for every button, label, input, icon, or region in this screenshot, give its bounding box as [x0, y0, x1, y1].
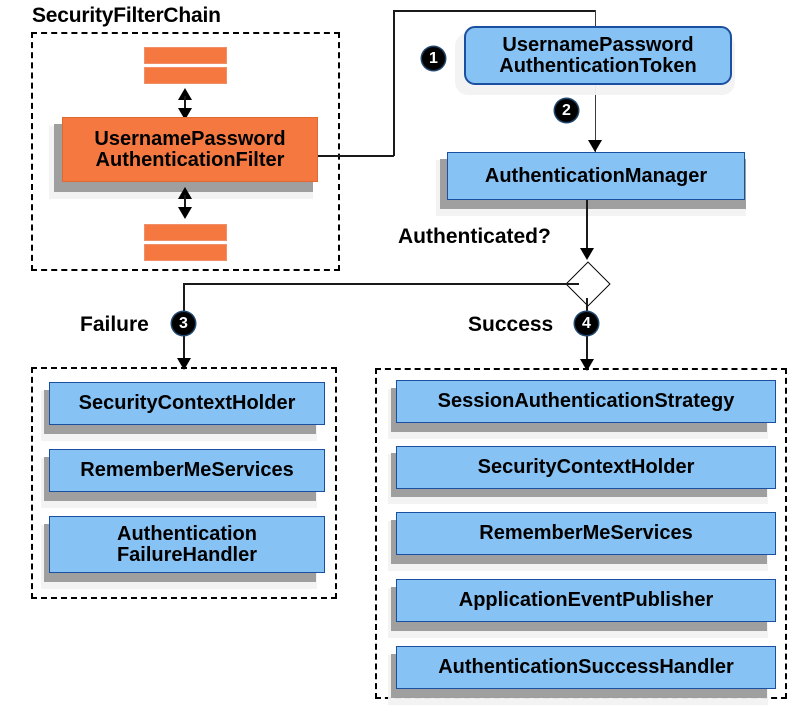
step-badge-2: 2 [555, 99, 578, 122]
step-badge-1: 1 [422, 47, 445, 70]
failure-item-2[interactable]: Authentication FailureHandler [49, 516, 325, 573]
success-branch-line-upper [586, 298, 588, 314]
username-password-authentication-filter-node[interactable]: UsernamePassword AuthenticationFilter [62, 117, 318, 182]
success-item-3-label: ApplicationEventPublisher [458, 589, 714, 611]
failure-branch-group [31, 367, 337, 599]
filter-arrow-up-top [178, 88, 192, 100]
success-item-0-label: SessionAuthenticationStrategy [437, 390, 735, 412]
filter-bar-above-2 [144, 67, 227, 84]
success-item-1[interactable]: SecurityContextHolder [396, 446, 776, 489]
success-item-2-label: RememberMeServices [479, 522, 693, 544]
filter-connector-top [184, 96, 186, 116]
failure-item-0[interactable]: SecurityContextHolder [49, 382, 325, 425]
filter-to-token-line-vertical-1 [393, 11, 395, 156]
failure-item-2-label-line1: Authentication [117, 522, 257, 545]
manager-to-diamond-arrow [580, 248, 594, 260]
success-item-0[interactable]: SessionAuthenticationStrategy [396, 380, 776, 423]
filter-arrow-up-bottom [178, 187, 192, 199]
filter-node-label-line1: UsernamePassword [94, 127, 286, 150]
filter-to-token-line-horizontal-1 [318, 155, 394, 157]
success-item-4[interactable]: AuthenticationSuccessHandler [396, 646, 776, 689]
filter-bar-below-1 [144, 224, 227, 241]
failure-branch-line [183, 336, 185, 363]
success-branch-label: Success [468, 313, 554, 336]
security-filter-chain-title: SecurityFilterChain [32, 4, 221, 27]
username-password-authentication-token-node[interactable]: UsernamePassword AuthenticationToken [464, 26, 732, 85]
failure-item-2-label-line2: FailureHandler [116, 543, 258, 566]
filter-bar-above-1 [144, 47, 227, 64]
manager-node-label: AuthenticationManager [484, 164, 708, 187]
filter-node-label-line2: AuthenticationFilter [95, 148, 285, 171]
diamond-to-failure-line-horizontal [183, 283, 579, 285]
token-to-manager-arrow [588, 140, 602, 152]
filter-to-token-line-horizontal-2 [393, 10, 596, 12]
step-badge-3: 3 [172, 312, 195, 335]
step-badge-4: 4 [575, 312, 598, 335]
authenticated-decision-label: Authenticated? [398, 225, 551, 248]
failure-item-1-label: RememberMeServices [80, 459, 294, 481]
success-item-4-label: AuthenticationSuccessHandler [438, 656, 734, 678]
failure-item-1[interactable]: RememberMeServices [49, 449, 325, 492]
failure-item-0-label: SecurityContextHolder [78, 392, 296, 414]
success-branch-line-lower [586, 336, 588, 364]
success-item-2[interactable]: RememberMeServices [396, 512, 776, 555]
manager-to-diamond-line [586, 200, 588, 252]
filter-arrow-down-bottom [178, 207, 192, 219]
token-node-label-line2: AuthenticationToken [499, 54, 697, 77]
success-item-1-label: SecurityContextHolder [477, 456, 695, 478]
failure-branch-label: Failure [80, 313, 149, 336]
diamond-to-failure-line-vertical [183, 283, 185, 321]
filter-bar-below-2 [144, 244, 227, 261]
filter-connector-bottom [184, 195, 186, 215]
authentication-manager-node[interactable]: AuthenticationManager [447, 152, 745, 200]
token-node-label-line1: UsernamePassword [502, 33, 694, 56]
success-item-3[interactable]: ApplicationEventPublisher [396, 579, 776, 622]
security-filter-chain-group [31, 32, 340, 271]
